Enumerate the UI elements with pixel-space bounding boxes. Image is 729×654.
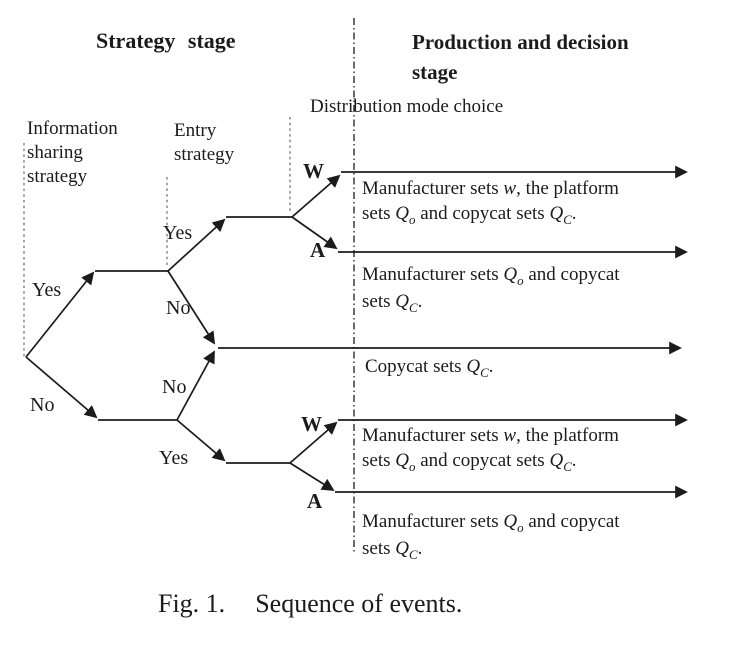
figure-caption-number: Fig. 1.	[158, 589, 226, 618]
distribution-mode-choice-label: Distribution mode choice	[310, 96, 504, 117]
entry-strategy-label: Entry strategy	[174, 120, 235, 166]
entry-upper-yes-label: Yes	[163, 222, 193, 244]
timeline-arrows	[218, 165, 688, 499]
dist-lower-agency-label: A	[307, 489, 323, 513]
outcome-text-5: Manufacturer sets Qo and copycat sets QC…	[362, 511, 620, 562]
production-stage-header-line1: Production and decision	[412, 30, 629, 54]
outcome-text-4: Manufacturer sets w, the platform sets Q…	[362, 425, 619, 474]
entry-upper-no-label: No	[166, 297, 191, 319]
outcome-text-1: Manufacturer sets w, the platform sets Q…	[362, 178, 619, 227]
entry-lower-no-label: No	[162, 376, 187, 398]
dist-lower-wholesale-label: W	[301, 412, 322, 436]
figure-caption-text: Sequence of events.	[255, 589, 463, 618]
production-stage-header-line2: stage	[412, 59, 458, 84]
dist-upper-agency-label: A	[310, 238, 326, 262]
outcome-text-3: Copycat sets QC.	[365, 356, 494, 380]
information-sharing-strategy-label: Information sharing strategy	[27, 118, 118, 188]
tree-edges	[25, 174, 341, 492]
figure-caption: Fig. 1. Sequence of events.	[158, 589, 462, 619]
production-stage-header: Production and decision stage	[412, 28, 682, 88]
info-sharing-yes-label: Yes	[32, 279, 62, 301]
dist-upper-wholesale-label: W	[303, 159, 324, 183]
info-sharing-no-label: No	[30, 394, 55, 416]
strategy-stage-header: Strategy stage	[96, 28, 236, 53]
entry-lower-yes-label: Yes	[159, 447, 189, 469]
outcome-text-2: Manufacturer sets Qo and copycat sets QC…	[362, 264, 620, 315]
